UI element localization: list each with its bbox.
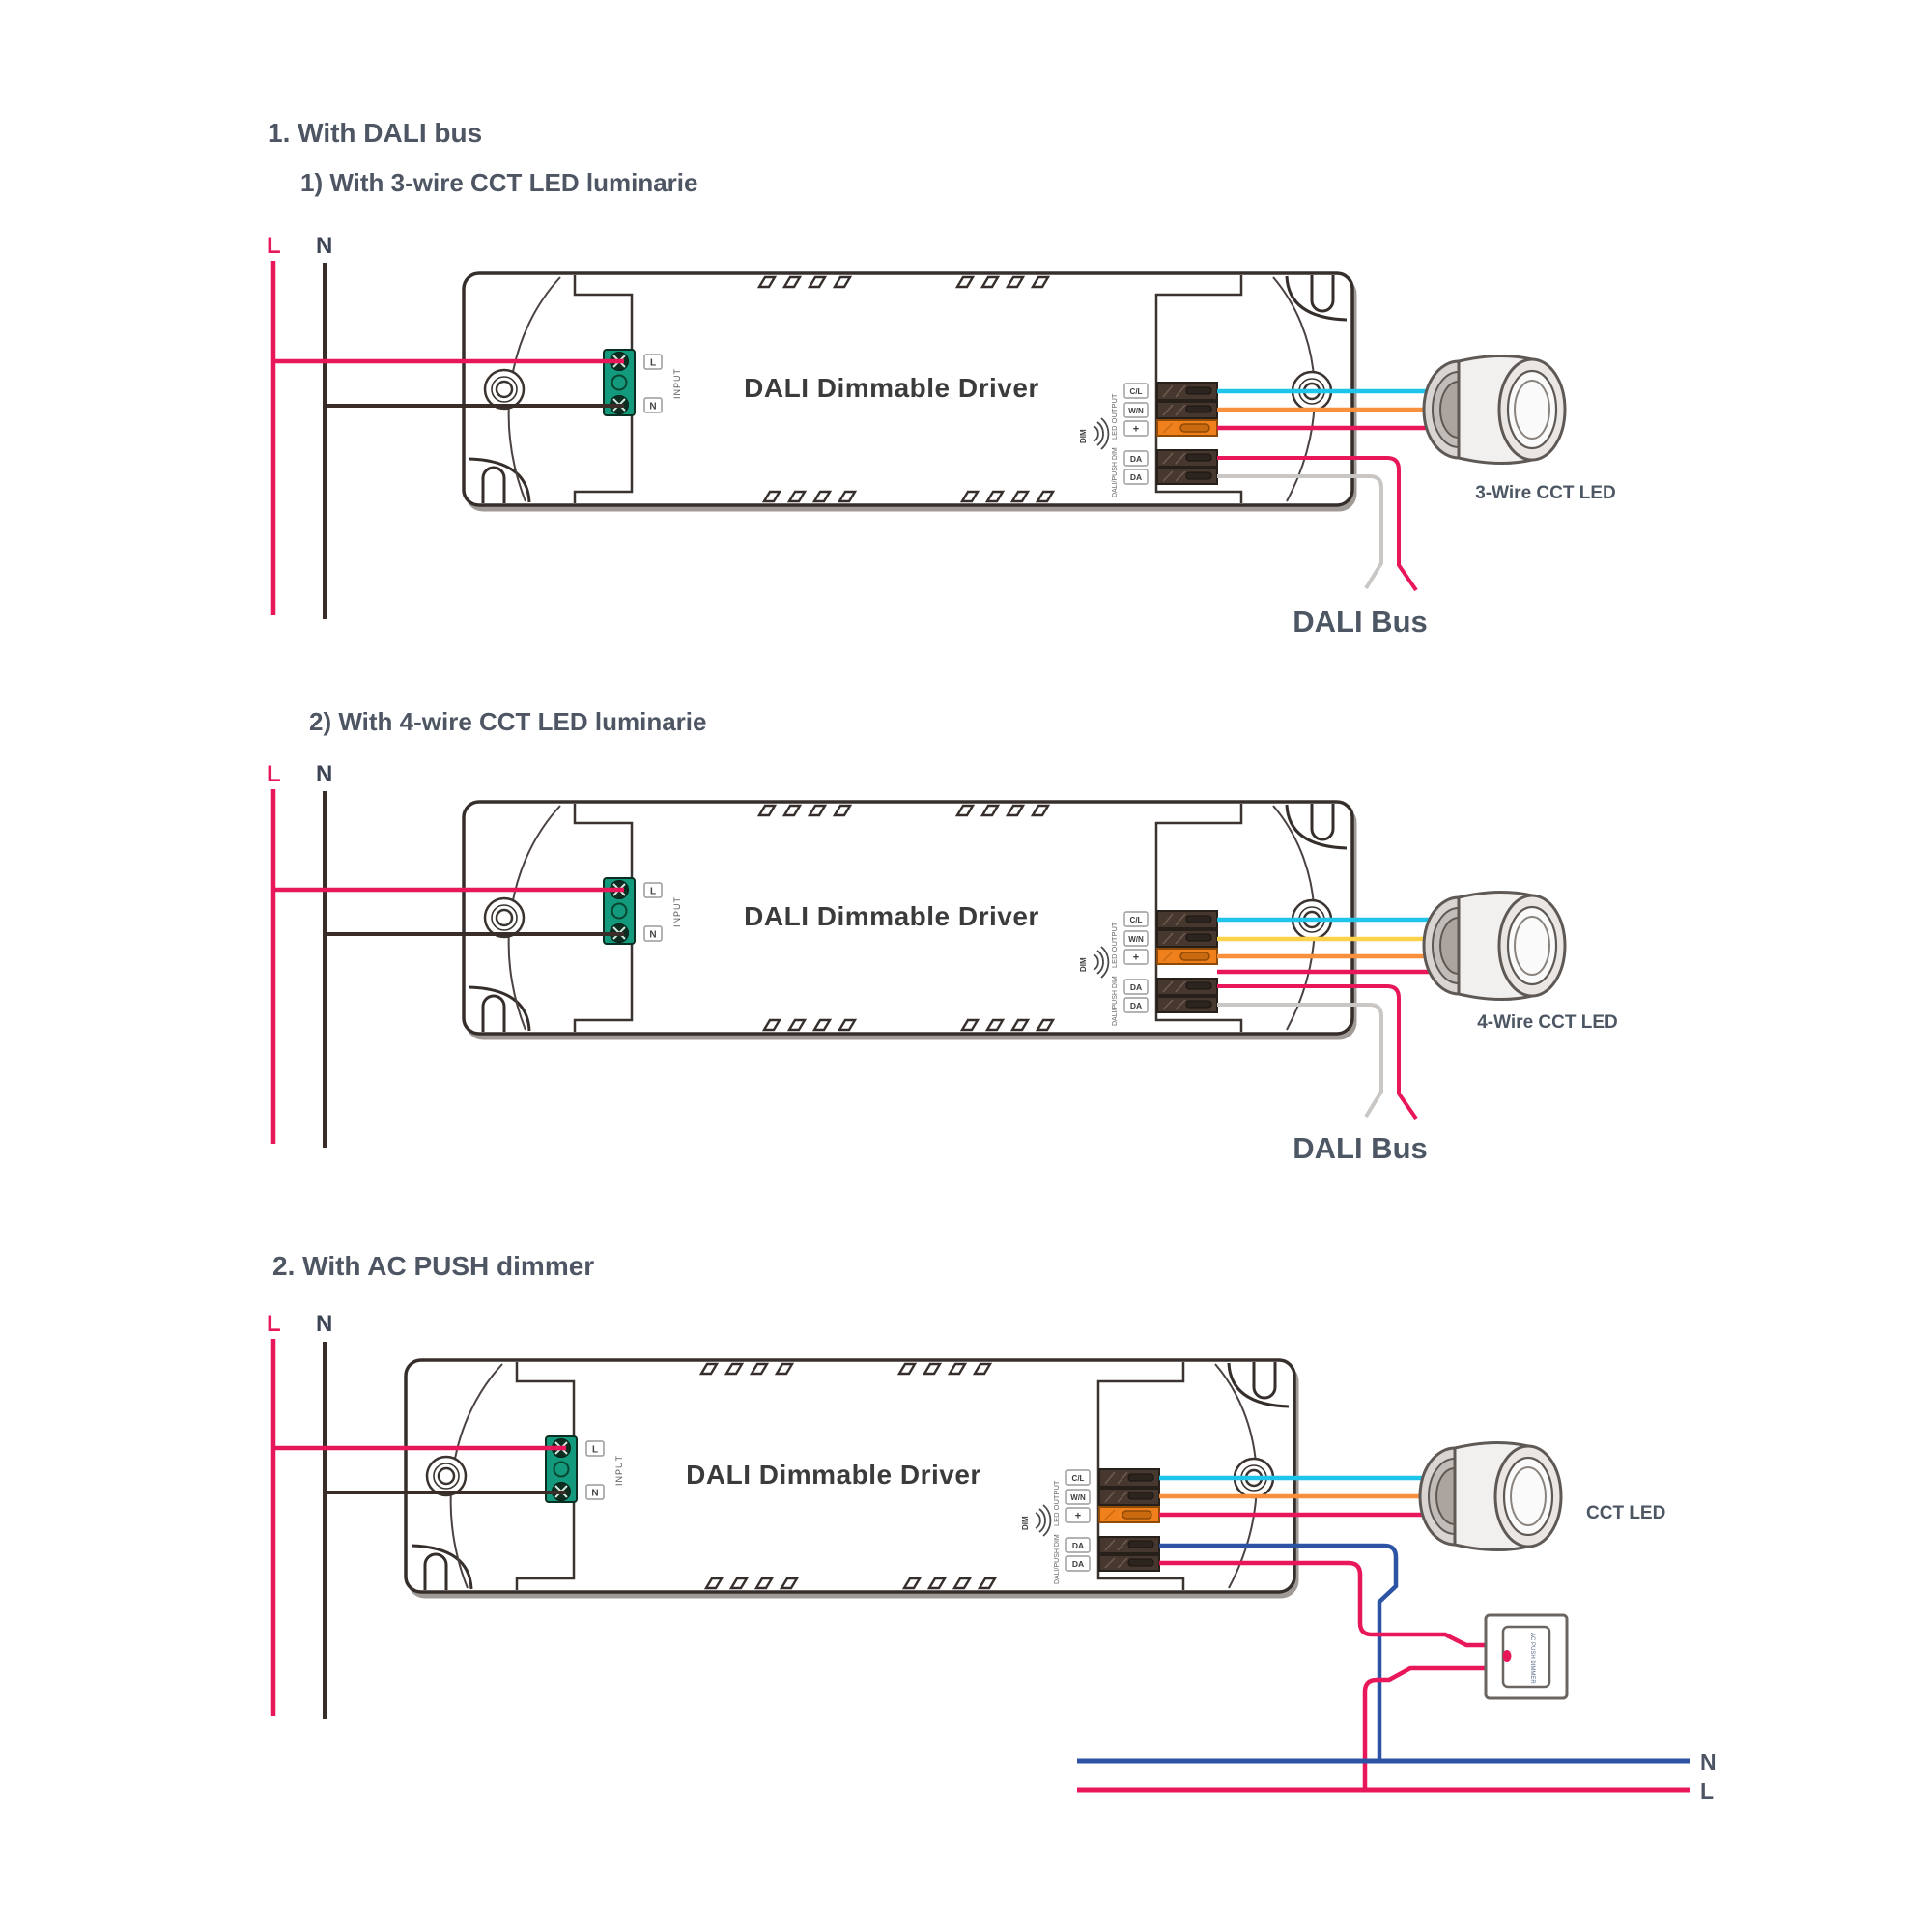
push-wire-to-neutral [1159, 1543, 1399, 1761]
dali-bus-wire-da2 [1217, 474, 1383, 590]
led-type-label: 4-Wire CCT LED [1477, 1012, 1618, 1033]
diagram-4wire-cct: L N 4-Wire CCT LED DALI Bus [267, 761, 1618, 1165]
switch-label: AC PUSH DIMMER [1529, 1633, 1535, 1684]
mains-n-label: N [316, 1311, 332, 1337]
dali-bus-label: DALI Bus [1293, 1131, 1428, 1165]
section1-sub1-title: 1) With 3-wire CCT LED luminarie [300, 168, 697, 197]
diagram-ac-push-dimmer: L N CCT LED AC PUSH DIMMER N L [267, 1311, 1717, 1804]
push-wire-switch-to-live [1362, 1665, 1488, 1790]
bottom-live-label: L [1700, 1778, 1714, 1804]
section2-title: 2. With AC PUSH dimmer [272, 1251, 594, 1281]
mains-l-label: L [267, 1311, 281, 1337]
mains-n-label: N [316, 761, 332, 787]
switch-indicator-dot [1502, 1650, 1512, 1662]
dali-bus-wire-da2 [1217, 1003, 1383, 1119]
dali-bus-label: DALI Bus [1293, 605, 1428, 639]
dali-bus-wire-da1 [1217, 456, 1418, 592]
ac-push-dimmer-switch: AC PUSH DIMMER [1484, 1613, 1569, 1700]
bottom-neutral-label: N [1700, 1749, 1717, 1775]
dali-bus-wire-da1 [1217, 984, 1418, 1121]
mains-l-label: L [267, 233, 281, 259]
mains-l-label: L [267, 761, 281, 787]
section1-sub2-title: 2) With 4-wire CCT LED luminarie [309, 707, 706, 736]
push-wire-to-switch [1159, 1560, 1488, 1648]
led-type-label: CCT LED [1586, 1503, 1665, 1523]
section1-title: 1. With DALI bus [268, 118, 482, 148]
mains-n-label: N [316, 233, 332, 259]
led-type-label: 3-Wire CCT LED [1475, 483, 1616, 503]
diagram-3wire-cct: L N 3-Wire CCT LED DALI Bus [267, 233, 1616, 639]
